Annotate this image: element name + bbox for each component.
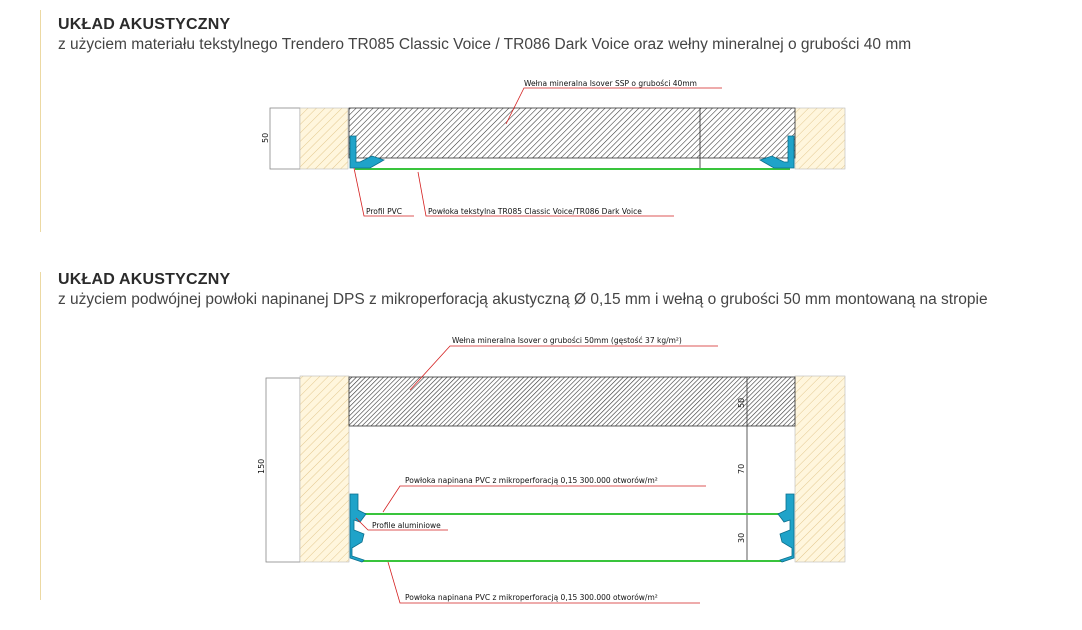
leader-wool-2 [409, 345, 718, 391]
diagram-1: 50 Wełna mineralna Isover SSP o grubości… [261, 79, 846, 217]
leader-profile-1 [353, 167, 414, 217]
pvc-profile-right [759, 135, 795, 169]
mineral-wool-2 [348, 376, 796, 427]
label-profile-1: Profil PVC [366, 207, 402, 216]
section-1-title: UKŁAD AKUSTYCZNY [58, 16, 231, 33]
dim-gap-2: 70 [737, 464, 746, 474]
section-2-title: UKŁAD AKUSTYCZNY [58, 271, 231, 288]
dim-between-2: 30 [737, 533, 746, 543]
wall-right-2 [794, 375, 846, 563]
mineral-wool-1 [348, 107, 796, 159]
section-1-subtitle: z użyciem materiału tekstylnego Trendero… [58, 36, 912, 53]
label-wool-1: Wełna mineralna Isover SSP o grubości 40… [524, 79, 697, 88]
alu-profile-right [777, 493, 795, 563]
diagram-2: 150 50 70 30 Wełna mineralna Isover o gr… [257, 336, 846, 604]
leader-lower-membrane [387, 561, 700, 604]
label-textile-1: Powłoka tekstylna TR085 Classic Voice/TR… [428, 207, 642, 216]
leader-wool-1 [505, 87, 722, 125]
wall-right-1 [794, 107, 846, 170]
dim-height-1: 50 [261, 133, 270, 143]
leader-textile-1 [417, 171, 674, 217]
section-2-subtitle: z użyciem podwójnej powłoki napinanej DP… [58, 291, 988, 308]
label-upper-membrane: Powłoka napinana PVC z mikroperforacją 0… [405, 476, 658, 485]
leader-profile-2 [355, 517, 448, 531]
label-wool-2: Wełna mineralna Isover o grubości 50mm (… [452, 336, 682, 345]
dim-wool-2: 50 [737, 398, 746, 408]
accent-line-top [40, 10, 41, 232]
dimension-frame-1 [269, 107, 301, 170]
pvc-profile-left [349, 135, 385, 169]
wall-left-2 [299, 375, 350, 563]
leader-upper-membrane [382, 485, 706, 513]
accent-line-bottom [40, 272, 41, 600]
label-profile-2: Profile aluminiowe [372, 521, 441, 530]
section-1-header: UKŁAD AKUSTYCZNY z użyciem materiału tek… [58, 15, 1082, 55]
section-2-header: UKŁAD AKUSTYCZNY z użyciem podwójnej pow… [58, 270, 1082, 310]
wall-left-1 [299, 107, 349, 170]
alu-profile-left [349, 493, 367, 563]
label-lower-membrane: Powłoka napinana PVC z mikroperforacją 0… [405, 593, 658, 602]
dim-total-2: 150 [257, 459, 266, 474]
dimension-frame-2 [265, 377, 301, 563]
